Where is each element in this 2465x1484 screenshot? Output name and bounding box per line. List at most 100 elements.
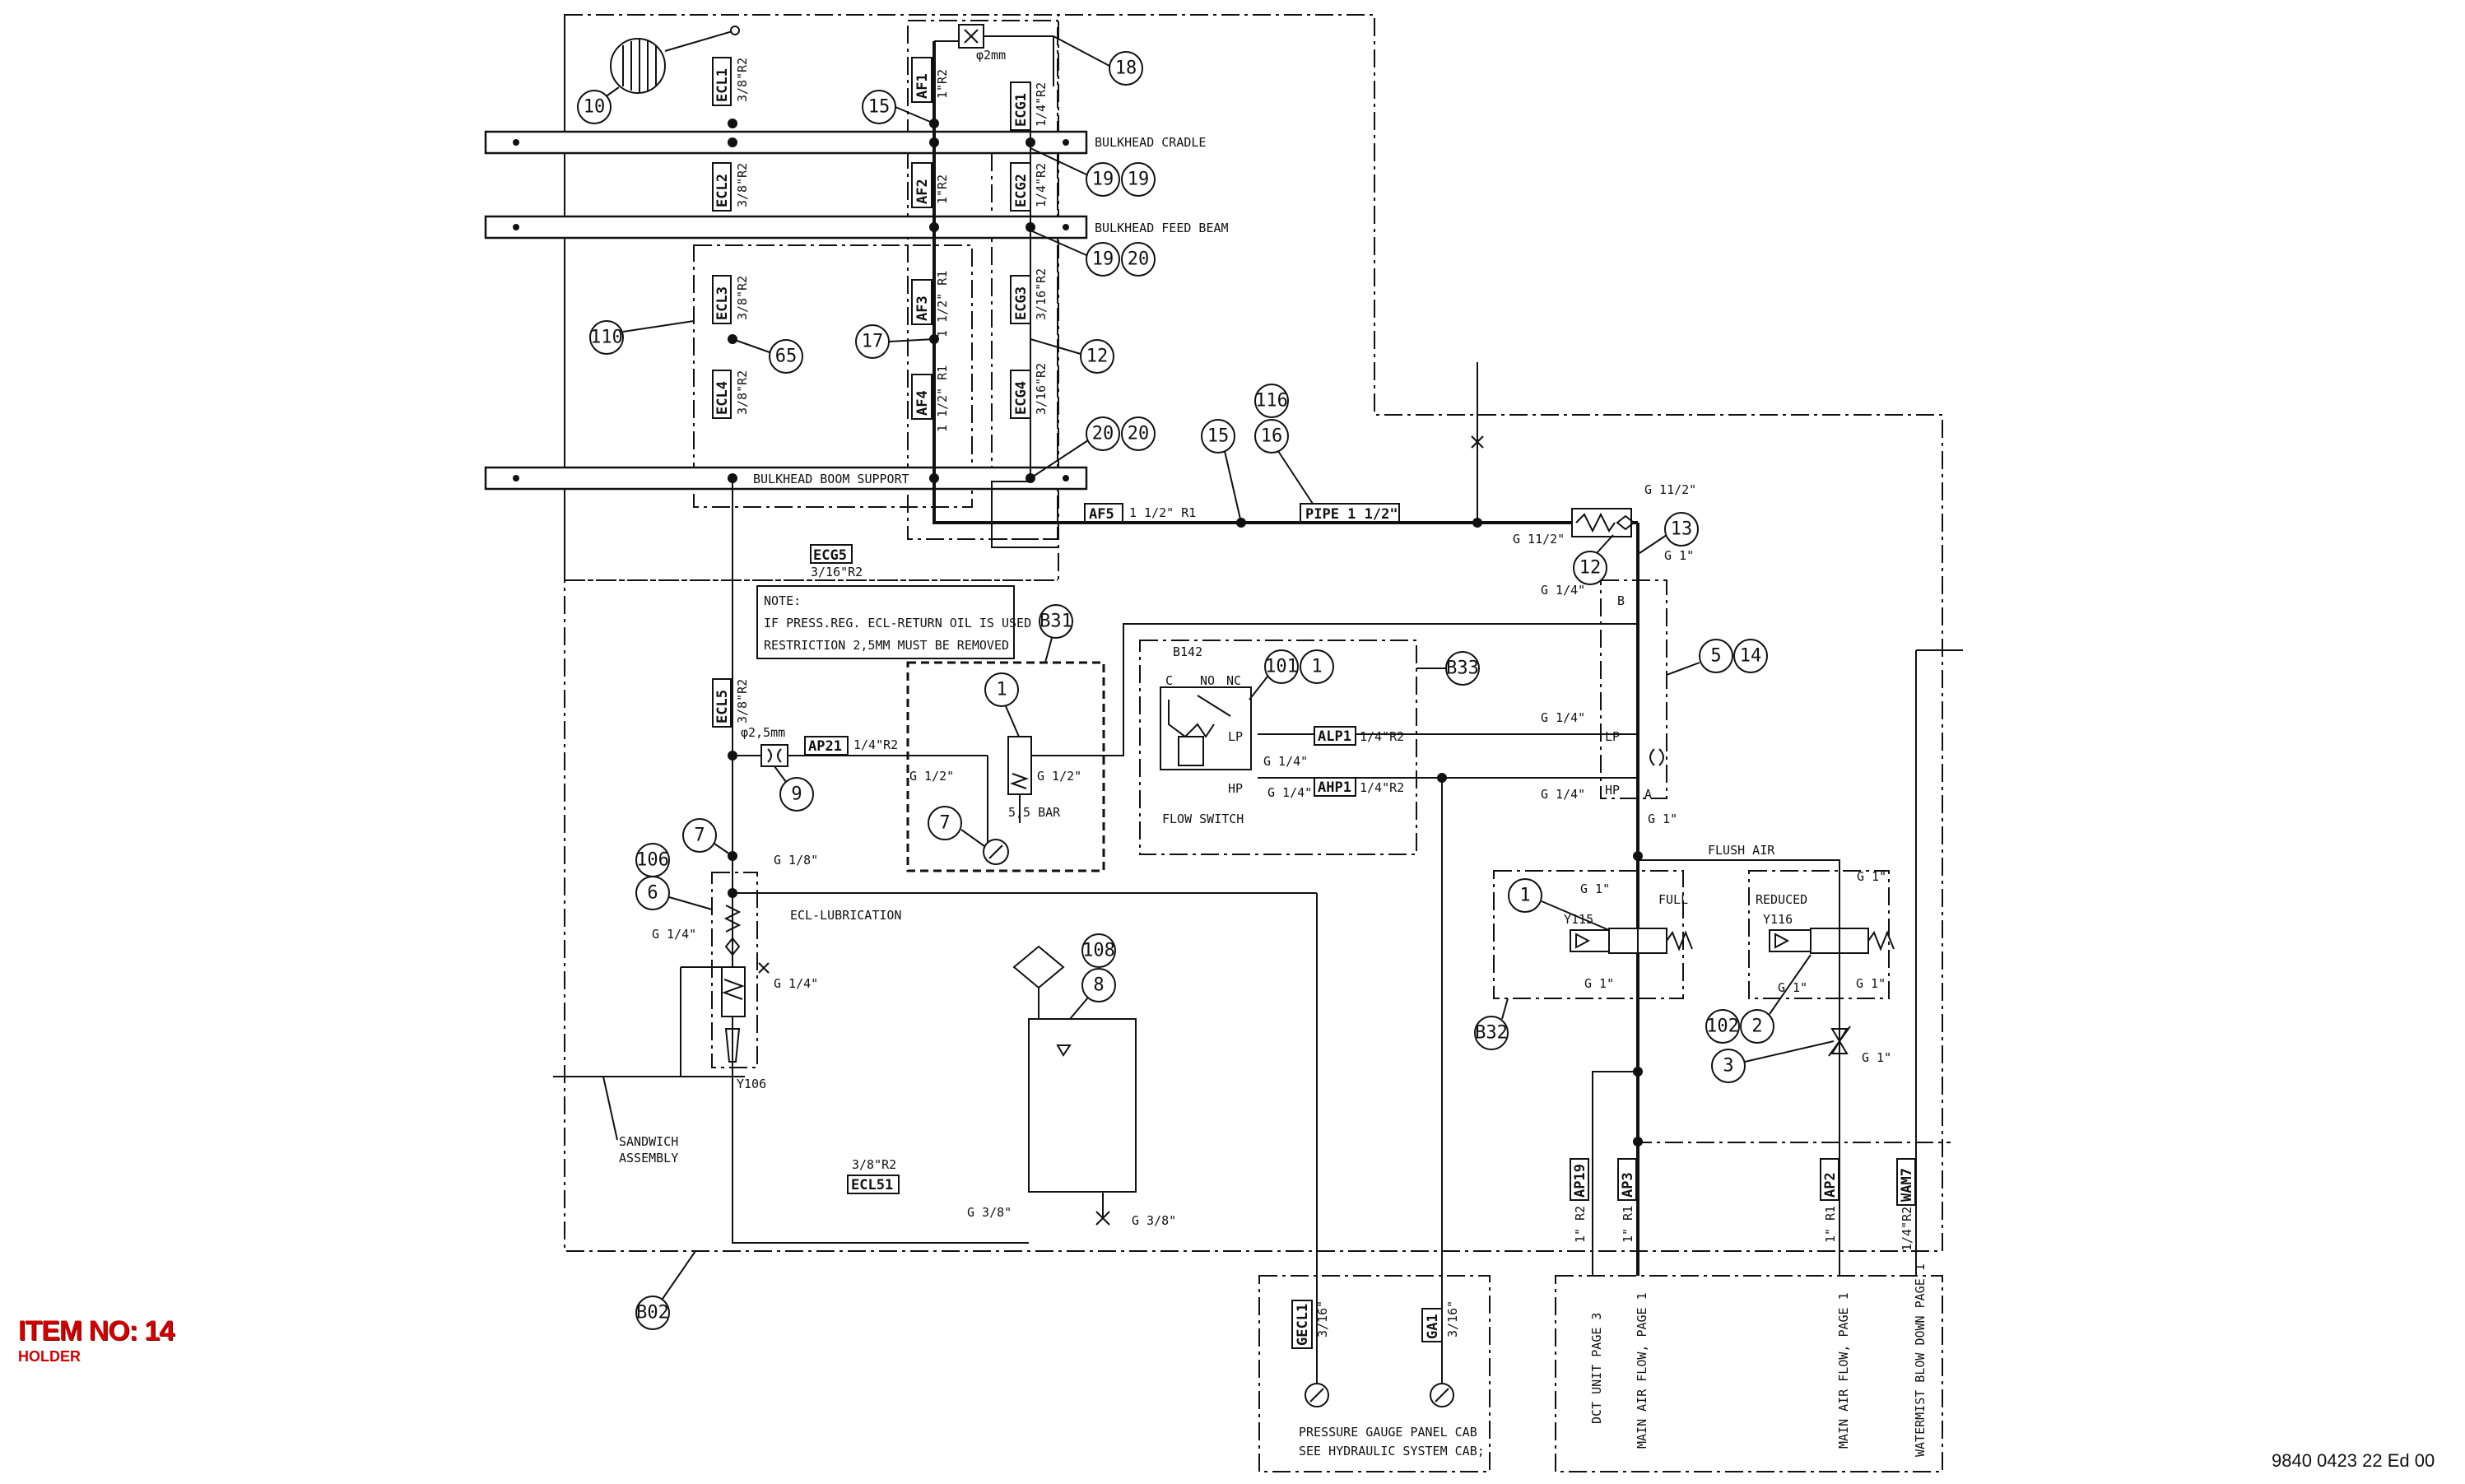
valve-y116: Y116 REDUCED [1756,892,1895,954]
svg-text:3/16"R2: 3/16"R2 [1034,268,1049,320]
svg-text:AF5: AF5 [1089,506,1114,523]
bulkhead-feed-beam: BULKHEAD FEED BEAM [484,215,1229,240]
svg-text:G 1/4": G 1/4" [774,976,818,991]
svg-text:SANDWICH: SANDWICH [619,1134,678,1149]
ecl-pipe [732,477,1029,1244]
svg-text:ECG4: ECG4 [1013,381,1030,415]
svg-text:FULL: FULL [1658,892,1688,907]
svg-text:19: 19 [1092,170,1114,190]
svg-text:G 1/8": G 1/8" [774,853,818,868]
svg-text:65: 65 [775,347,798,367]
svg-text:7: 7 [694,826,705,846]
enclosure-b02 [564,14,1943,1252]
svg-text:AF3: AF3 [914,295,931,321]
svg-text:1: 1 [1311,657,1322,677]
pressure-regulator [983,736,1032,865]
tag-pipe [1300,503,1400,523]
svg-text:ECG2: ECG2 [1013,174,1030,207]
svg-text:1 1/2" R1: 1 1/2" R1 [935,365,950,432]
pressure-gauge-1 [1305,1383,1329,1407]
svg-text:1/4"R2: 1/4"R2 [1900,1207,1914,1251]
note-box: NOTE: IF PRESS.REG. ECL-RETURN OIL IS US… [756,585,1031,659]
enclosure-b33 [1139,640,1417,855]
svg-text:10: 10 [584,97,606,118]
tag-af5 [1084,503,1123,523]
svg-text:1/4"R2: 1/4"R2 [853,737,898,752]
svg-text:G 1/4": G 1/4" [1541,583,1585,598]
svg-text:ECL5: ECL5 [714,690,731,723]
svg-text:B: B [1617,593,1625,608]
svg-text:ECG1: ECG1 [1013,93,1030,127]
svg-text:RESTRICTION 2,5MM MUST BE REMO: RESTRICTION 2,5MM MUST BE REMOVED [764,638,1009,653]
svg-text:116: 116 [1255,391,1288,412]
enclosure-valve-block [1600,579,1667,799]
beam-label-cradle: BULKHEAD CRADLE [1095,135,1206,150]
svg-text:G 1/4": G 1/4" [652,927,696,942]
svg-text:20: 20 [1092,424,1114,444]
svg-text:Y106: Y106 [737,1077,766,1091]
item-description: HOLDER [18,1348,81,1365]
tag-alp1 [1314,726,1356,746]
svg-text:Y116: Y116 [1763,912,1793,927]
svg-text:HP: HP [1605,783,1620,798]
svg-text:GA1: GA1 [1425,1314,1441,1339]
svg-text:1/4"R2: 1/4"R2 [1360,729,1404,744]
restriction-label-2mm: φ2mm [976,48,1006,63]
svg-text:15: 15 [1207,426,1230,447]
svg-text:WATERMIST BLOW DOWN PAGE 1: WATERMIST BLOW DOWN PAGE 1 [1913,1263,1928,1457]
svg-text:AP21: AP21 [808,738,842,755]
svg-text:ECL-LUBRICATION: ECL-LUBRICATION [790,908,901,923]
svg-text:PIPE 1 1/2": PIPE 1 1/2" [1305,506,1398,523]
svg-text:G 1/4": G 1/4" [1263,754,1308,769]
lubrication-valve [721,893,770,1066]
svg-text:DCT UNIT PAGE 3: DCT UNIT PAGE 3 [1589,1313,1604,1424]
svg-text:AF1: AF1 [914,73,931,99]
svg-text:LP: LP [1228,729,1243,744]
svg-text:G 1/4": G 1/4" [1541,710,1585,725]
svg-text:AP19: AP19 [1572,1164,1588,1198]
svg-text:FLUSH AIR: FLUSH AIR [1708,843,1775,858]
svg-text:G 1/4": G 1/4" [1541,787,1585,802]
svg-text:5,5 BAR: 5,5 BAR [1008,805,1061,820]
svg-text:3/8"R2: 3/8"R2 [735,58,750,102]
svg-text:AF2: AF2 [914,179,931,204]
svg-text:G 1/2": G 1/2" [1037,769,1081,784]
svg-text:8: 8 [1093,975,1104,996]
check-valve [1571,508,1635,537]
svg-text:1" R1: 1" R1 [1621,1206,1635,1243]
ecg-tags: ECG1 1/4"R2 ECG2 1/4"R2 ECG3 3/16"R2 ECG… [1010,81,1049,419]
svg-text:12: 12 [1086,347,1109,367]
svg-text:G 1": G 1" [1857,869,1886,884]
svg-text:3: 3 [1723,1056,1733,1077]
svg-text:3/16"R2: 3/16"R2 [1034,363,1049,415]
svg-text:18: 18 [1115,58,1137,79]
svg-text:3/16"R2: 3/16"R2 [811,565,863,579]
svg-text:ECL51: ECL51 [851,1177,893,1193]
enclosure-lub [711,872,758,1068]
svg-text:G 11/2": G 11/2" [1644,482,1696,497]
svg-text:3/8"R2: 3/8"R2 [735,276,750,320]
svg-text:G 1": G 1" [1778,980,1807,995]
beam-label-boom: BULKHEAD BOOM SUPPORT [753,472,909,486]
svg-text:13: 13 [1671,519,1693,540]
svg-text:9: 9 [791,784,802,805]
svg-text:B31: B31 [1039,612,1072,632]
flow-switch-b142: B142 C NO NC LP HP FLOW SWITCH [1160,644,1252,826]
svg-text:REDUCED: REDUCED [1756,892,1807,907]
bottom-tags: AP19 1" R2 AP3 1" R1 AP2 1" R1 WAM7 1/4"… [1291,1158,1916,1349]
svg-text:1" R1: 1" R1 [1823,1206,1838,1243]
ecg-pipe [991,86,1058,548]
svg-text:GECL1: GECL1 [1295,1304,1311,1346]
svg-text:HP: HP [1228,781,1243,796]
svg-text:G 1": G 1" [1580,882,1610,896]
tag-ap21 [804,736,849,756]
bulkhead-cradle: BULKHEAD CRADLE [484,130,1206,155]
svg-text:AF4: AF4 [914,390,931,416]
svg-text:ECL4: ECL4 [714,381,731,415]
svg-text:1/4"R2: 1/4"R2 [1034,163,1049,207]
valve-y115: Y115 FULL [1564,892,1693,954]
svg-text:MAIN AIR FLOW, PAGE 1: MAIN AIR FLOW, PAGE 1 [1635,1292,1649,1449]
svg-text:1/4"R2: 1/4"R2 [1034,82,1049,127]
svg-text:106: 106 [636,850,669,871]
